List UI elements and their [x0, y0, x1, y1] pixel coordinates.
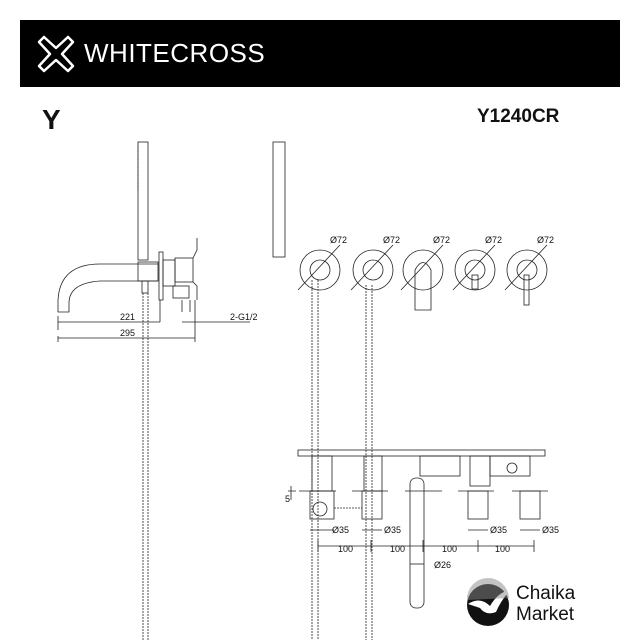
- plate-diameter-2: Ø72: [383, 235, 400, 245]
- series-letter: Y: [42, 104, 61, 135]
- hand-shower-front: [272, 141, 286, 258]
- top-view: [288, 449, 548, 609]
- dim-221-line: [57, 300, 161, 330]
- hoses-front: [311, 280, 373, 640]
- brand-header: WHITECROSS: [20, 20, 620, 87]
- hand-shower-side: [137, 141, 149, 261]
- mounting-plate-top: [297, 449, 546, 457]
- wall-plate-side: [158, 251, 164, 301]
- plate-diameter-4: Ø72: [485, 235, 502, 245]
- watermark-text: Chaika Market: [516, 583, 575, 625]
- spacing-3: 100: [442, 544, 457, 554]
- thread-size: 2-G1/2: [230, 312, 258, 322]
- spout-top: [409, 477, 425, 609]
- watermark-line1: Chaika: [516, 583, 576, 604]
- dim-plate-height: 5: [285, 494, 290, 504]
- plate-diameter-1: Ø72: [330, 235, 347, 245]
- body-diameter-3: Ø35: [490, 525, 507, 535]
- plate-diameter-5: Ø72: [537, 235, 554, 245]
- spacing-4: 100: [495, 544, 510, 554]
- model-number: Y1240CR: [477, 106, 560, 127]
- side-view: [57, 141, 250, 640]
- spacing-1: 100: [338, 544, 353, 554]
- body-diameter-4: Ø35: [542, 525, 559, 535]
- whitecross-logo-icon: [37, 35, 75, 73]
- spout-side: [57, 263, 158, 313]
- chaika-logo-icon: [466, 577, 510, 626]
- body-diameter-2: Ø35: [384, 525, 401, 535]
- spout-diameter: Ø26: [434, 560, 451, 570]
- brand-name: WHITECROSS: [84, 38, 266, 68]
- body-diameter-1: Ø35: [332, 525, 349, 535]
- dim-221: 221: [120, 312, 135, 322]
- watermark-line2: Market: [516, 604, 575, 625]
- spacing-2: 100: [390, 544, 405, 554]
- dim-295: 295: [120, 328, 135, 338]
- plate-diameter-3: Ø72: [433, 235, 450, 245]
- dim-295-line: [57, 300, 196, 342]
- hose-side: [142, 293, 149, 640]
